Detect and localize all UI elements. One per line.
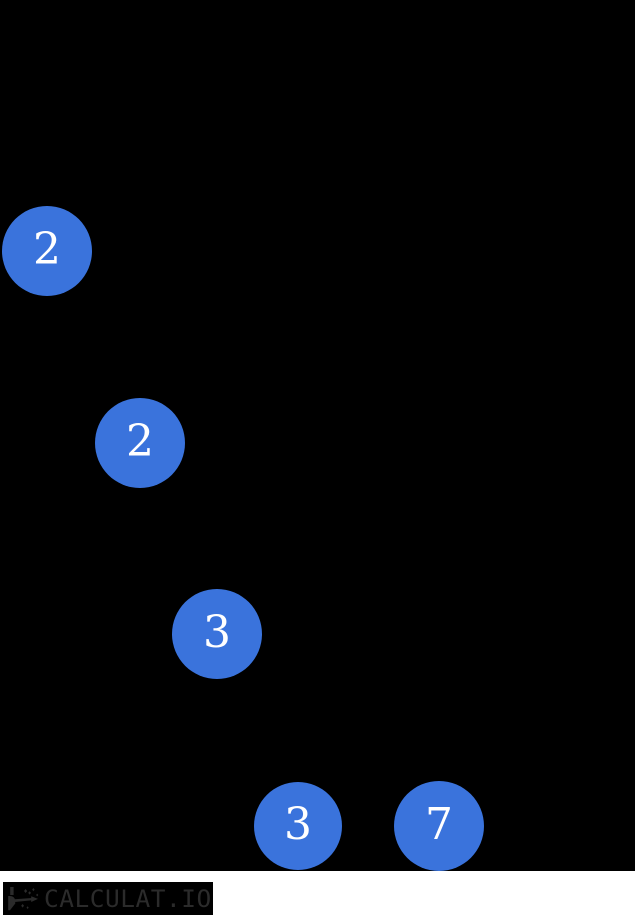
bird-rocket-icon (8, 886, 39, 910)
diagram-canvas: 2 2 3 3 7 (0, 0, 635, 871)
watermark-logo[interactable]: CALCULAT.IO (3, 882, 214, 915)
watermark-strip: CALCULAT.IO (0, 871, 635, 921)
node-bubble[interactable]: 7 (394, 781, 484, 871)
node-bubble[interactable]: 3 (254, 782, 342, 870)
watermark-text: CALCULAT.IO (44, 884, 212, 913)
node-label: 7 (425, 799, 453, 850)
node-bubble[interactable]: 3 (172, 589, 262, 679)
node-bubble[interactable]: 2 (2, 206, 92, 296)
node-label: 3 (284, 799, 312, 850)
node-bubble[interactable]: 2 (95, 398, 185, 488)
node-label: 2 (33, 224, 61, 275)
node-label: 2 (126, 416, 154, 467)
node-label: 3 (203, 607, 231, 658)
